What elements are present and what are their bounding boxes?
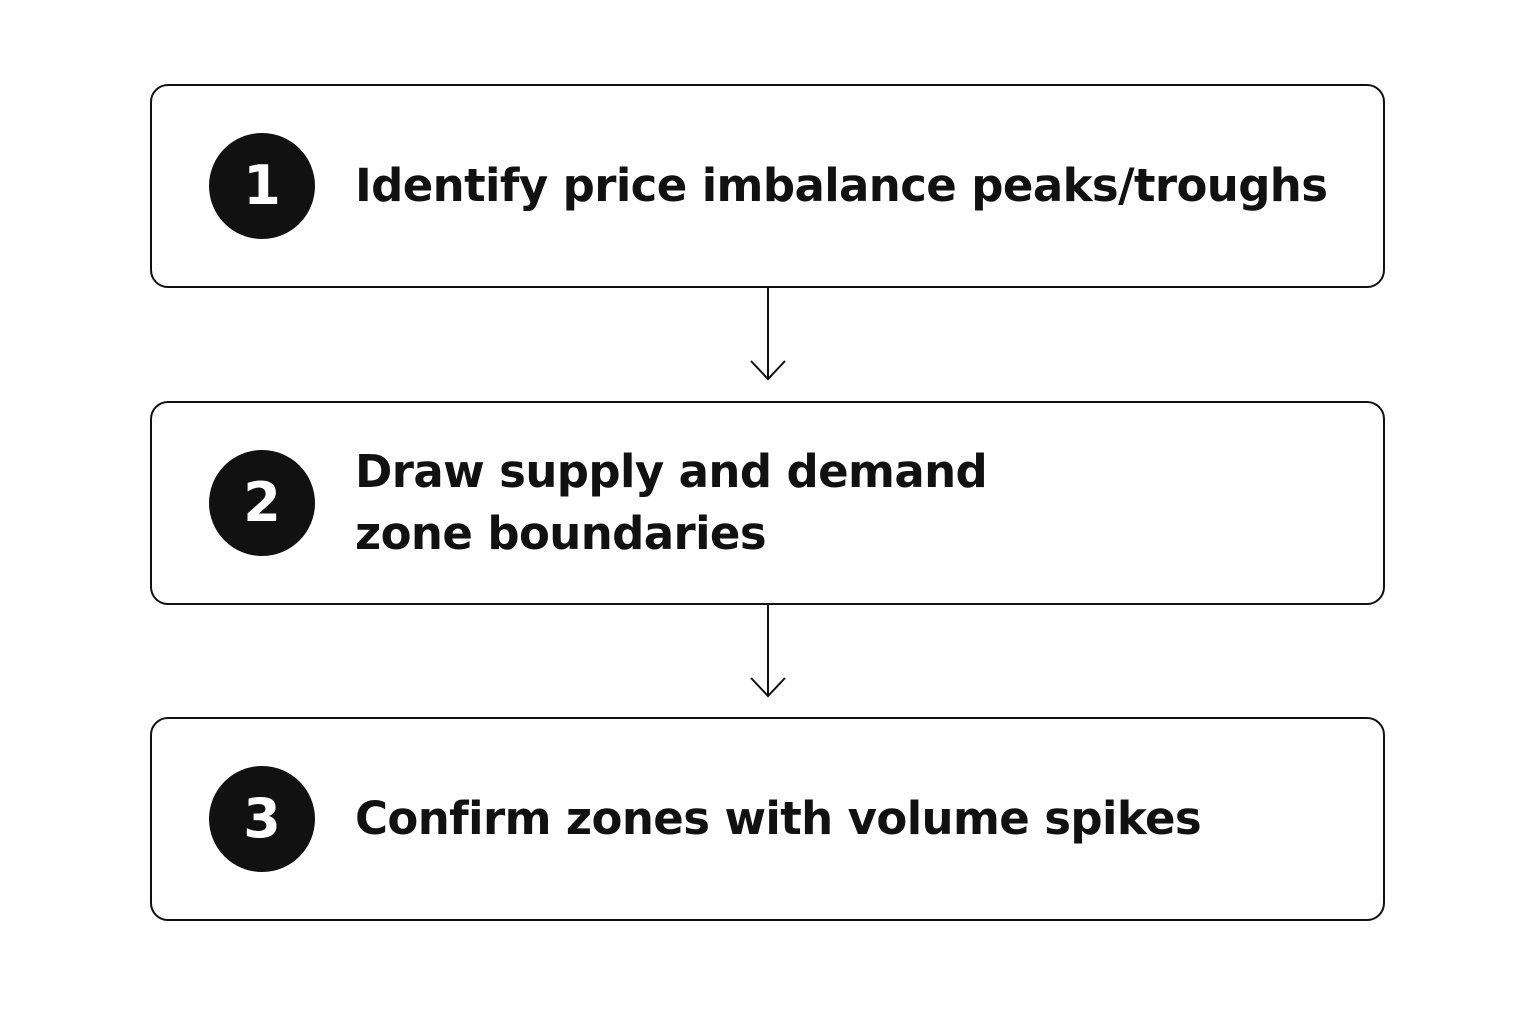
step-number-badge-2: 2 bbox=[209, 450, 315, 556]
arrow-down-icon bbox=[750, 288, 786, 381]
arrow-down-icon bbox=[750, 605, 786, 698]
step-label-1: Identify price imbalance peaks/troughs bbox=[355, 159, 1328, 212]
step-label-2: Draw supply and demand zone boundaries bbox=[355, 445, 988, 560]
step-number-badge-3: 3 bbox=[209, 766, 315, 872]
step-number-badge-1: 1 bbox=[209, 133, 315, 239]
step-label-3: Confirm zones with volume spikes bbox=[355, 792, 1202, 845]
step-box-2: 2 Draw supply and demand zone boundaries bbox=[150, 401, 1385, 605]
step-box-1: 1 Identify price imbalance peaks/troughs bbox=[150, 84, 1385, 288]
step-box-3: 3 Confirm zones with volume spikes bbox=[150, 717, 1385, 921]
